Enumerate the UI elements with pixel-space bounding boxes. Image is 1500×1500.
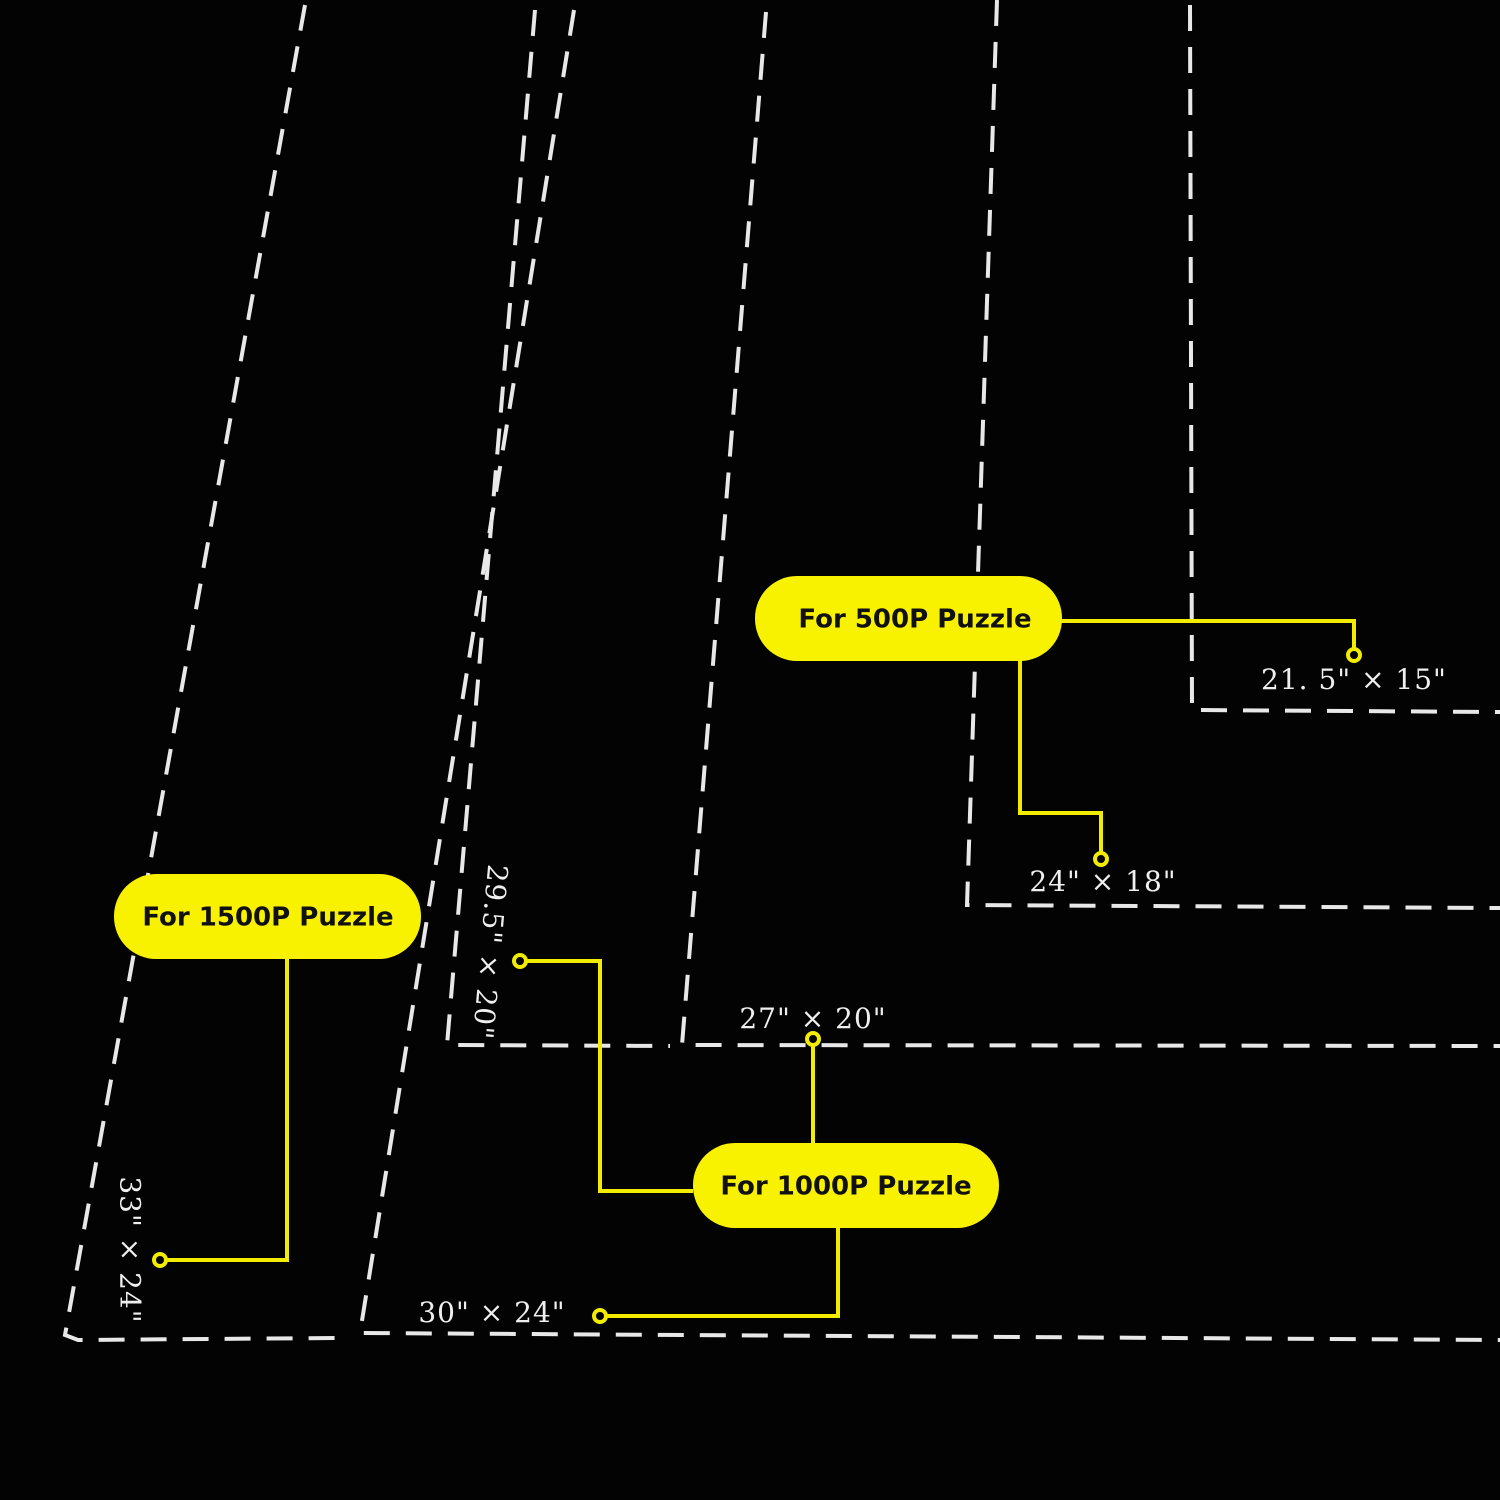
callout-1000p-pill <box>693 1143 999 1228</box>
leader-end-29-5x20 <box>512 953 528 969</box>
dim-label-33x24: 33" × 24" <box>114 1176 147 1323</box>
outline-27x20 <box>679 11 1500 1048</box>
leader-end-24x18 <box>1093 851 1109 867</box>
callout-1000p-label: For 1000P Puzzle <box>720 1172 971 1202</box>
leader-1500-to-33x24 <box>160 955 289 1262</box>
leader-end-27x20 <box>805 1031 821 1047</box>
leader-500-to-21-5x15 <box>1060 619 1356 655</box>
callout-1500p-pill <box>114 874 421 959</box>
leader-end-21-5x15 <box>1346 647 1362 663</box>
leader-1000-to-30x24 <box>600 1225 840 1318</box>
callout-1500p: For 1500P Puzzle <box>114 874 421 959</box>
outline-24x18 <box>964 0 1500 910</box>
callout-500p-label: For 500P Puzzle <box>798 605 1031 635</box>
dim-label-30x24: 30" × 24" <box>418 1296 565 1329</box>
callout-500p-pill <box>755 576 1062 661</box>
callout-1000p: For 1000P Puzzle <box>693 1143 999 1228</box>
outline-29-5x20 <box>444 9 671 1048</box>
leader-end-30x24 <box>592 1308 608 1324</box>
callout-1500p-label: For 1500P Puzzle <box>142 903 393 933</box>
outline-30x24 <box>357 9 1500 1342</box>
outline-33x24 <box>62 4 336 1343</box>
callout-500p: For 500P Puzzle <box>755 576 1062 661</box>
dim-label-29-5x20: 29.5" × 20" <box>466 863 514 1041</box>
leader-1000-to-29-5x20 <box>520 959 693 1193</box>
leader-end-33x24 <box>152 1252 168 1268</box>
dim-label-27x20: 27" × 20" <box>739 1002 886 1035</box>
outline-21-5x15 <box>1188 4 1500 714</box>
dim-label-21-5x15: 21. 5" × 15" <box>1261 663 1447 696</box>
dim-label-24x18: 24" × 18" <box>1029 865 1176 898</box>
leader-500-to-24x18 <box>1018 658 1103 859</box>
